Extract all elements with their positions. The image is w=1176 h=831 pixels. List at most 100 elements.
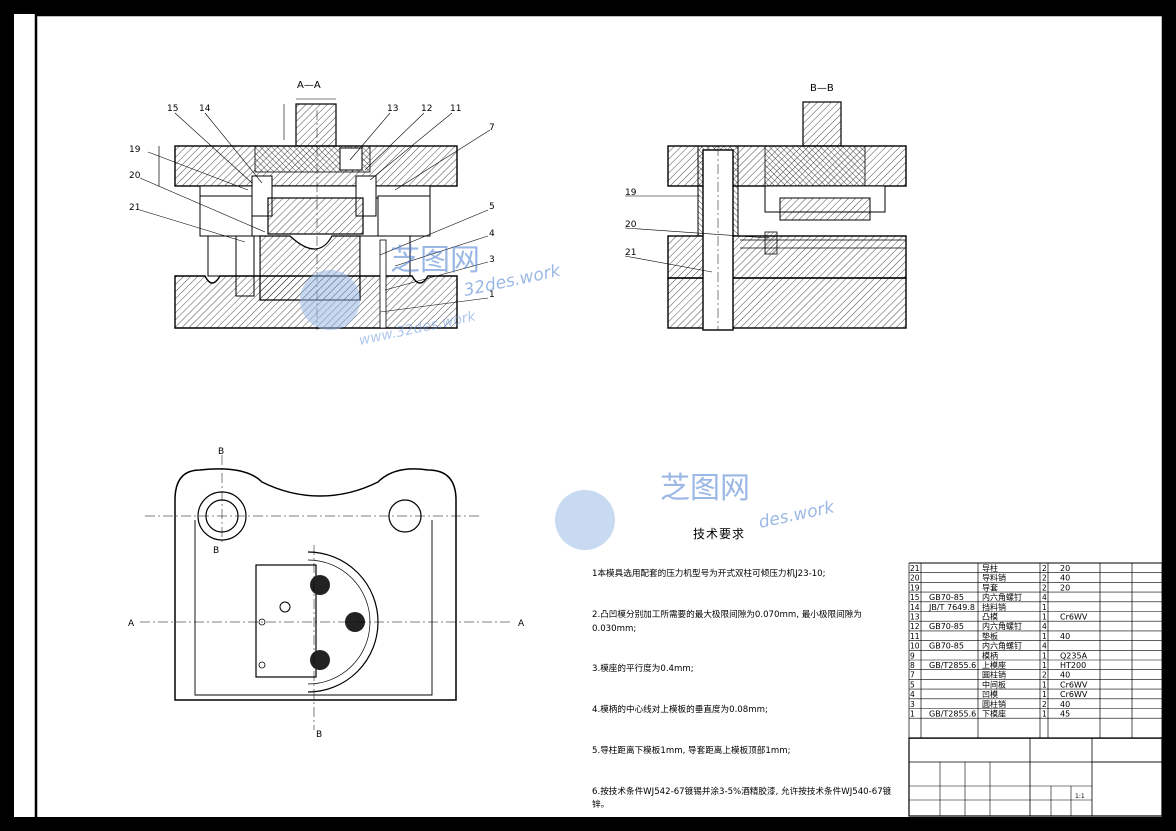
callout-3: 3	[489, 255, 495, 265]
section-a-a-label: A—A	[297, 80, 321, 91]
bom-cell-no: 11	[910, 632, 920, 641]
bom-cell-qty: 4	[1042, 642, 1047, 651]
bom-cell-code: GB/T2855.6	[929, 661, 976, 670]
callout-1: 1	[489, 290, 495, 300]
bom-cell-qty: 2	[1042, 574, 1047, 583]
bom-cell-code: GB70-85	[929, 593, 964, 602]
bom-cell-qty: 4	[1042, 593, 1047, 602]
bom-cell-name: 凸模	[982, 612, 998, 622]
callout-21: 21	[625, 248, 636, 258]
tech-req-3: 3.模座的平行度为0.4mm;	[592, 664, 694, 675]
bom-cell-qty: 1	[1042, 603, 1047, 612]
tech-req-2: 2.凸凹模分别加工所需要的最大极限间隙为0.070mm, 最小极限间隙为0.03…	[592, 609, 862, 634]
tech-req-1: 1本模具选用配套的压力机型号为开式双柱可倾压力机J23-10;	[592, 569, 826, 580]
bom-cell-no: 20	[910, 574, 920, 583]
bom-cell-name: 内六角螺钉	[982, 641, 1022, 651]
bom-cell-no: 3	[910, 700, 915, 709]
title-scale: 1:1	[1075, 793, 1085, 800]
bom-cell-qty: 1	[1042, 680, 1047, 689]
bom-cell-material: 40	[1060, 671, 1070, 680]
bom-cell-name: 圆柱销	[982, 699, 1006, 709]
callout-8: 11	[450, 104, 461, 114]
bom-cell-name: 上模座	[982, 660, 1006, 670]
bom-cell-code: GB70-85	[929, 622, 964, 631]
bom-cell-no: 10	[910, 642, 920, 651]
callout-5: 5	[489, 202, 495, 212]
tech-req-6: 6.按技术条件WJ542-67镀锡并涂3-5%酒精胶漆, 允许按技术条件WJ54…	[592, 786, 892, 811]
bom-cell-qty: 2	[1042, 564, 1047, 573]
bom-cell-code: GB70-85	[929, 642, 964, 651]
bom-cell-name: 中间板	[982, 679, 1006, 689]
bom-cell-no: 8	[910, 661, 915, 670]
bom-cell-no: 9	[910, 651, 915, 660]
bom-cell-qty: 1	[1042, 632, 1047, 641]
tech-req-4: 4.模柄的中心线对上模板的垂直度为0.08mm;	[592, 705, 768, 716]
bom-cell-material: 40	[1060, 574, 1070, 583]
bom-cell-no: 14	[910, 603, 920, 612]
plan-section-b-left: B	[213, 546, 219, 556]
callout-10: 13	[387, 104, 398, 114]
tech-req-5: 5.导柱距离下模板1mm, 导套距离上模板顶部1mm;	[592, 745, 791, 756]
plan-view: B B B A A	[128, 447, 525, 740]
technical-requirements-title: 技术要求	[693, 527, 746, 541]
bom-cell-code: JB/T 7649.8	[928, 603, 975, 612]
bom-cell-qty: 1	[1042, 710, 1047, 719]
bom-cell-qty: 2	[1042, 700, 1047, 709]
callout-15: 21	[129, 203, 140, 213]
plan-section-a-left: A	[128, 619, 135, 629]
bom-cell-name: 内六角螺钉	[982, 621, 1022, 631]
bom-cell-name: 内六角螺钉	[982, 592, 1022, 602]
callout-12: 15	[167, 104, 178, 114]
bom-cell-name: 下模座	[982, 709, 1006, 719]
bom-cell-material: Q235A	[1060, 651, 1088, 660]
plan-section-b-top: B	[218, 447, 224, 457]
sheet-inner-border	[34, 13, 1165, 821]
bom-cell-no: 15	[910, 593, 920, 602]
bom-cell-material: Cr6WV	[1060, 680, 1088, 689]
callout-14: 20	[129, 171, 141, 181]
bom-cell-no: 21	[910, 564, 920, 573]
callout-7: 7	[489, 123, 495, 133]
bom-cell-name: 导套	[982, 582, 998, 592]
bom-cell-qty: 1	[1042, 690, 1047, 699]
bom-cell-no: 13	[910, 613, 920, 622]
bom-cell-name: 凹模	[982, 689, 998, 699]
watermark-brand-1: 芝图网	[390, 243, 480, 278]
bom-cell-no: 12	[910, 622, 920, 631]
watermark-url-3: des.work	[757, 497, 837, 533]
watermark-brand-2: 芝图网	[660, 471, 750, 506]
bom-cell-qty: 1	[1042, 613, 1047, 622]
bom-cell-material: HT200	[1060, 661, 1086, 670]
title-block: 1:1	[908, 737, 1163, 817]
callout-20: 20	[625, 220, 637, 230]
section-b-b: B—B 19 20 21	[624, 83, 907, 331]
plan-section-a-right: A	[518, 619, 525, 629]
bom-cell-qty: 4	[1042, 622, 1047, 631]
bom-cell-material: 40	[1060, 700, 1070, 709]
bom-cell-qty: 2	[1042, 671, 1047, 680]
bom-cell-qty: 2	[1042, 583, 1047, 592]
callout-11: 14	[199, 104, 211, 114]
callout-4: 4	[489, 229, 495, 239]
callout-19: 19	[625, 188, 637, 198]
bom-cell-code: GB/T2855.6	[929, 710, 976, 719]
bom-cell-material: Cr6WV	[1060, 613, 1088, 622]
bom-cell-qty: 1	[1042, 651, 1047, 660]
callout-9: 12	[421, 104, 432, 114]
bom-cell-no: 19	[910, 583, 920, 592]
bom-cell-name: 垫板	[982, 631, 998, 641]
plan-section-b-bottom: B	[316, 730, 322, 740]
bom-cell-name: 模柄	[982, 650, 998, 660]
bom-cell-no: 7	[910, 671, 915, 680]
technical-requirements: 1本模具选用配套的压力机型号为开式双柱可倾压力机J23-10; 2.凸凹模分别加…	[592, 541, 892, 826]
section-b-b-label: B—B	[810, 83, 834, 94]
bom-cell-qty: 1	[1042, 661, 1047, 670]
bom-cell-name: 圆柱销	[982, 670, 1006, 680]
bom-cell-material: 20	[1060, 564, 1070, 573]
bom-cell-no: 5	[910, 680, 915, 689]
bom-cell-name: 导料销	[982, 573, 1006, 583]
bom-cell-name: 导柱	[982, 563, 998, 573]
bom-cell-name: 挡料销	[982, 602, 1006, 612]
